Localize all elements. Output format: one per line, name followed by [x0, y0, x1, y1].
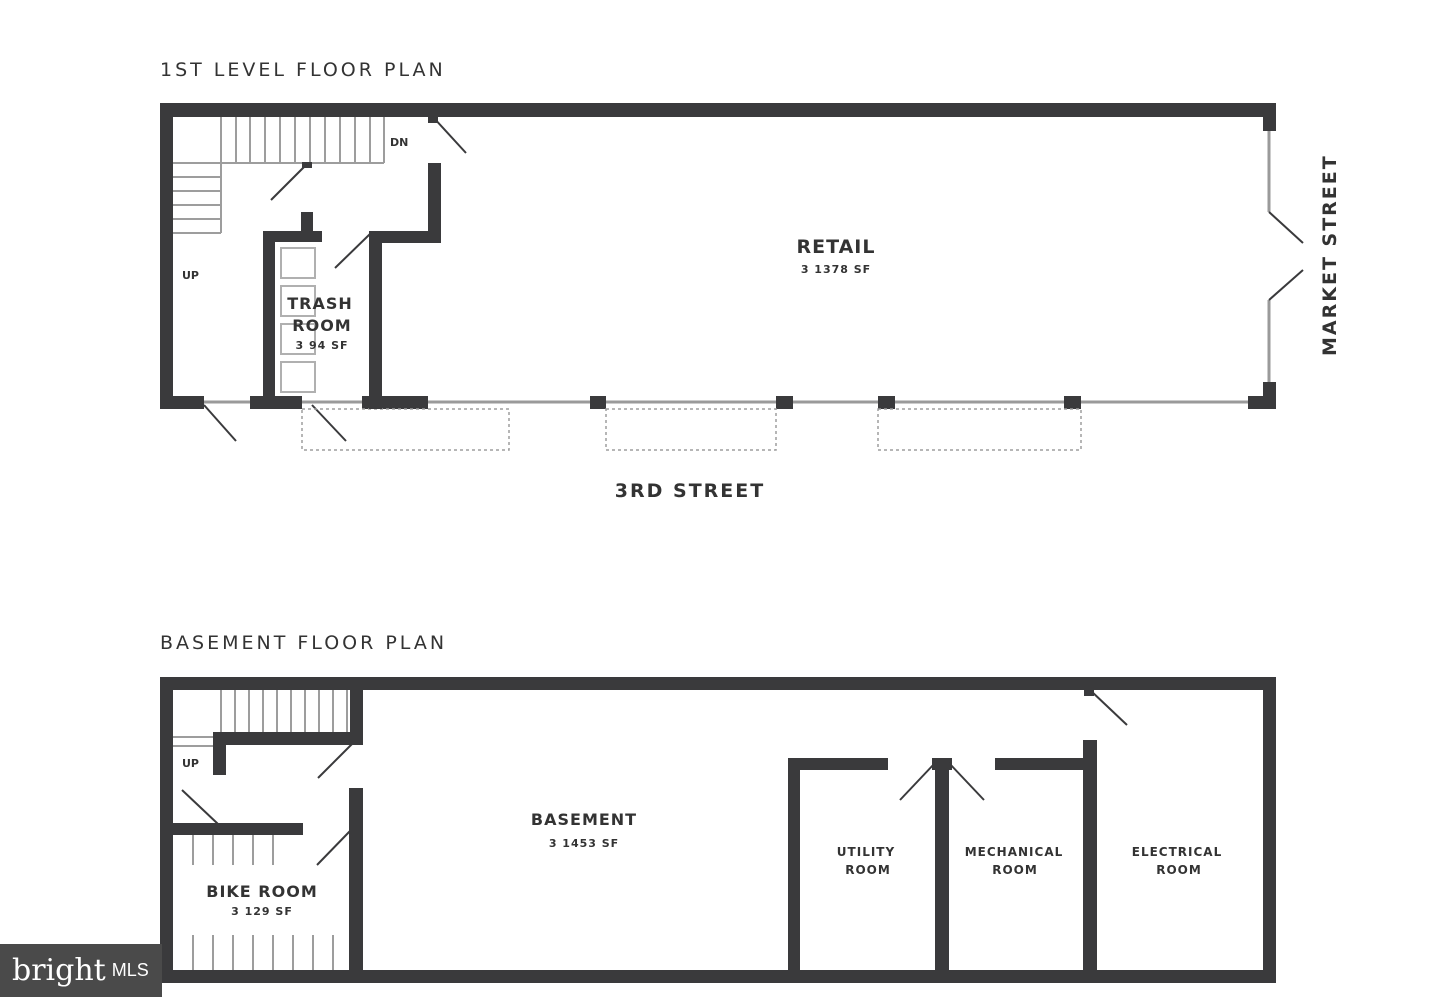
level1-right-wall-top: [1263, 103, 1276, 131]
level1-bottom-wall-seg: [1248, 396, 1276, 409]
storefront-column: [1064, 396, 1081, 409]
level1-plan: UP DN TRASH ROOM 3 94 SF RETAIL 3 1378 S…: [160, 103, 1304, 451]
bike-room-right-wall: [349, 788, 363, 983]
basement-top-wall: [160, 677, 1276, 690]
door-hinge-cap: [932, 758, 952, 770]
storefront-column: [878, 396, 895, 409]
level1-bottom-wall-seg: [250, 396, 302, 409]
trash-exterior-door-swing: [311, 404, 347, 442]
utility-door-swing: [899, 762, 936, 801]
third-street-label: 3RD STREET: [615, 480, 765, 502]
logo-wordmark: bright: [12, 953, 106, 988]
trash-room-label-2: ROOM: [292, 316, 351, 335]
logo-suffix: MLS: [111, 960, 149, 980]
utility-room-label-1: UTILITY: [837, 845, 895, 859]
basement-label: BASEMENT: [531, 810, 637, 829]
trash-room-left-wall: [263, 231, 275, 409]
trash-bin: [280, 285, 316, 317]
trash-room-top-stub: [301, 212, 313, 242]
market-street-label: MARKET STREET: [1319, 154, 1341, 356]
awning-outline: [877, 408, 1082, 451]
basement-area: 3 1453 SF: [549, 837, 619, 850]
mechanical-room-label-2: ROOM: [992, 863, 1038, 877]
utility-mechanical-wall: [935, 758, 949, 983]
trash-bin: [280, 247, 316, 279]
bike-room-area: 3 129 SF: [231, 905, 293, 918]
level1-left-wall: [160, 103, 173, 409]
stair-door-hinge: [302, 162, 312, 168]
electrical-room-label-1: ELECTRICAL: [1132, 845, 1222, 859]
trash-room-top-wall: [263, 231, 322, 242]
basement-stair-door-swing: [317, 743, 353, 779]
level1-up-label: UP: [182, 269, 199, 282]
bike-room-door-swing: [181, 789, 219, 825]
trash-bin: [280, 323, 316, 355]
electrical-door-hinge: [1084, 690, 1094, 696]
storefront-column: [590, 396, 606, 409]
bright-mls-logo: bright MLS: [0, 944, 162, 997]
bike-racks: [192, 835, 334, 970]
utility-left-wall: [788, 758, 800, 983]
trash-room-label-1: TRASH: [287, 294, 353, 313]
top-door-swing: [432, 116, 467, 154]
awning-outline: [301, 408, 510, 451]
level1-top-wall: [160, 103, 1276, 117]
basement-bottom-wall: [160, 970, 1276, 983]
awning-outline: [605, 408, 777, 451]
basement-right-wall: [1263, 677, 1276, 983]
stair-right-wall: [350, 677, 363, 745]
level1-title: 1ST LEVEL FLOOR PLAN: [160, 59, 446, 81]
mechanical-door-swing: [948, 762, 985, 801]
electrical-room-label-2: ROOM: [1156, 863, 1202, 877]
market-door-swing-top: [1268, 211, 1304, 244]
retail-area: 3 1378 SF: [801, 263, 871, 276]
stair-landing-wall-vertical: [213, 732, 226, 775]
level1-dn-label: DN: [390, 136, 408, 149]
basement-plan: UP: [160, 677, 1276, 983]
electrical-left-wall: [1083, 740, 1097, 983]
storefront-column: [776, 396, 793, 409]
trash-door-swing: [334, 232, 372, 269]
trash-room-area: 3 94 SF: [295, 339, 348, 352]
basement-stairs: [173, 690, 348, 747]
basement-door-swing: [316, 830, 351, 866]
utility-room-label-2: ROOM: [845, 863, 891, 877]
mechanical-room-label-1: MECHANICAL: [965, 845, 1064, 859]
entry-door-swing: [203, 404, 237, 442]
level1-bottom-wall-seg: [160, 396, 204, 409]
trash-bin: [280, 361, 316, 393]
basement-left-wall: [160, 677, 173, 983]
basement-up-label: UP: [182, 757, 199, 770]
electrical-door-swing: [1089, 689, 1128, 726]
trash-room-right-wall: [369, 231, 382, 409]
mechanical-top-wall: [995, 758, 1089, 770]
corridor-wall: [369, 231, 441, 243]
top-door-hinge: [428, 117, 438, 123]
stair-door-swing: [270, 164, 307, 201]
basement-title: BASEMENT FLOOR PLAN: [160, 632, 447, 654]
level1-stairs: [173, 117, 385, 234]
utility-top-wall: [788, 758, 888, 770]
corridor-wall-vertical: [428, 163, 441, 243]
bike-room-label: BIKE ROOM: [206, 882, 318, 901]
bike-room-top-wall: [173, 823, 303, 835]
market-door-swing-bottom: [1268, 269, 1304, 301]
stair-landing-wall: [213, 732, 363, 745]
retail-label: RETAIL: [797, 236, 876, 258]
